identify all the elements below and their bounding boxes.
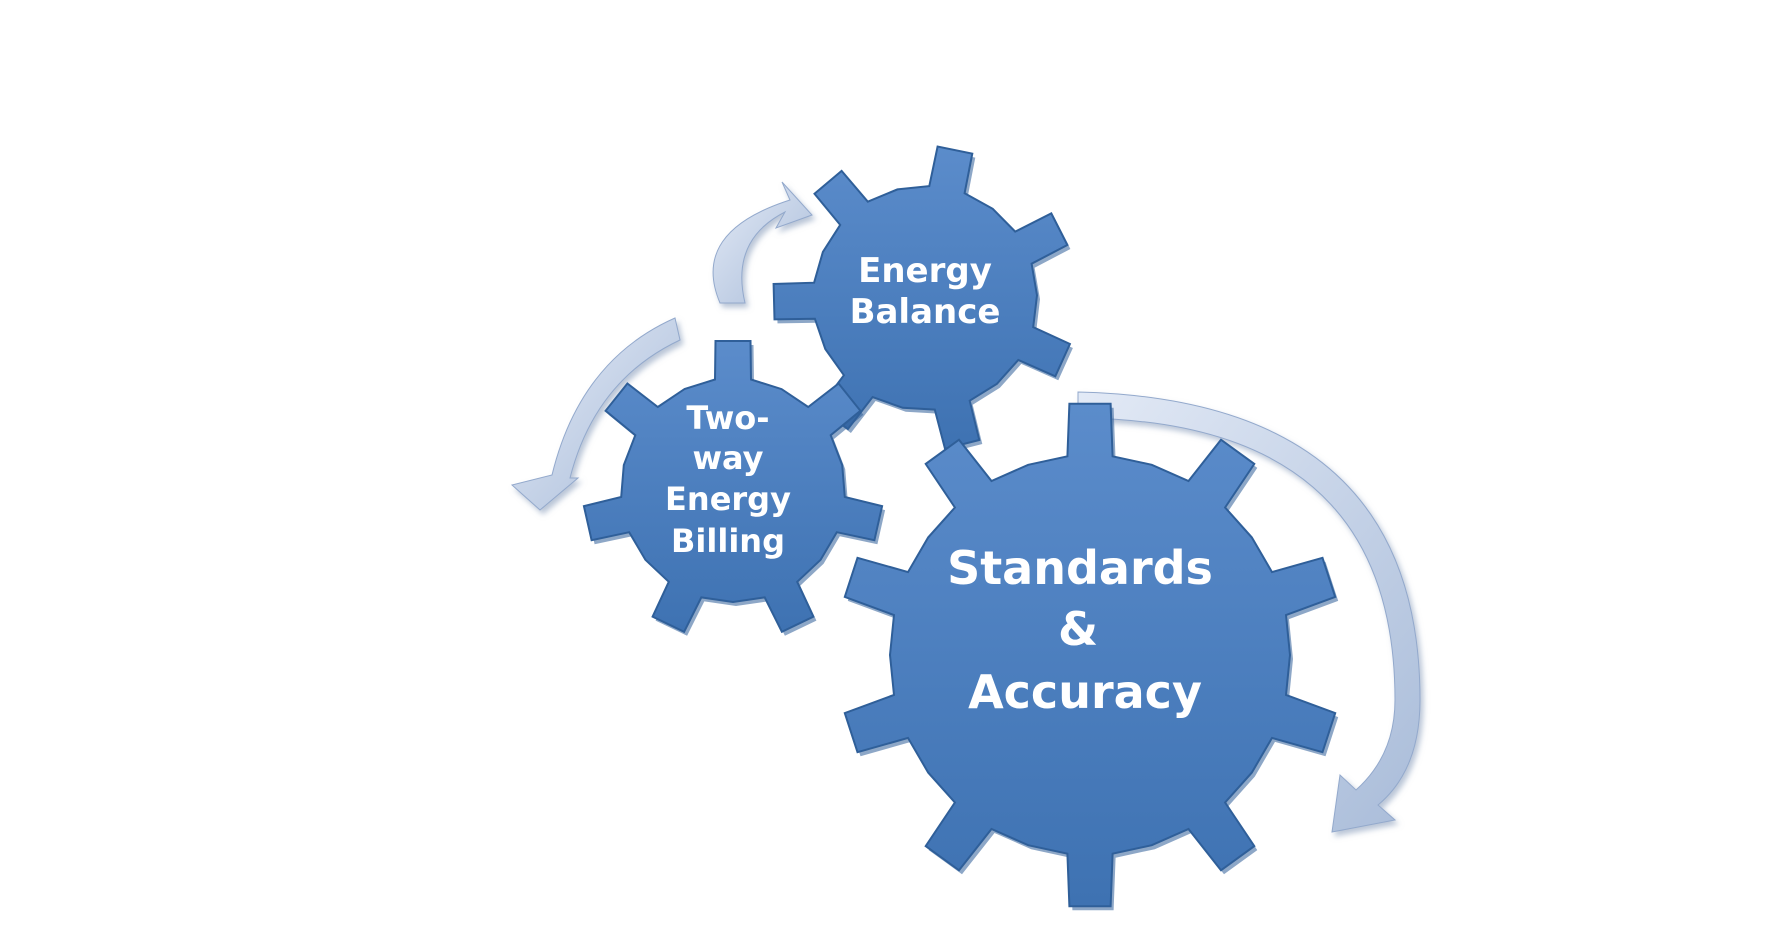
gear-body bbox=[582, 340, 884, 634]
arrow-from-standards bbox=[1077, 391, 1421, 833]
gear-standards-accuracy bbox=[843, 402, 1339, 911]
energy-balance-label-line-2: Balance bbox=[850, 292, 1001, 332]
arrow-to-two-way-billing bbox=[510, 317, 681, 511]
gear-body bbox=[843, 402, 1337, 908]
two-way-billing-label-line-1: Two- bbox=[686, 399, 769, 437]
gear-energy-balance bbox=[772, 145, 1073, 453]
standards-accuracy-label-line-1: Standards bbox=[947, 541, 1213, 595]
two-way-billing-label-line-4: Billing bbox=[671, 522, 785, 560]
two-way-billing-label-line-2: way bbox=[692, 439, 763, 477]
standards-accuracy-label-line-2: & bbox=[1058, 602, 1098, 656]
two-way-billing-label-line-3: Energy bbox=[665, 480, 791, 518]
gear-two-way-energy-billing bbox=[582, 340, 886, 636]
standards-accuracy-label-line-3: Accuracy bbox=[968, 665, 1202, 719]
arrow-to-energy-balance bbox=[712, 181, 813, 304]
energy-balance-label-line-1: Energy bbox=[858, 251, 992, 291]
